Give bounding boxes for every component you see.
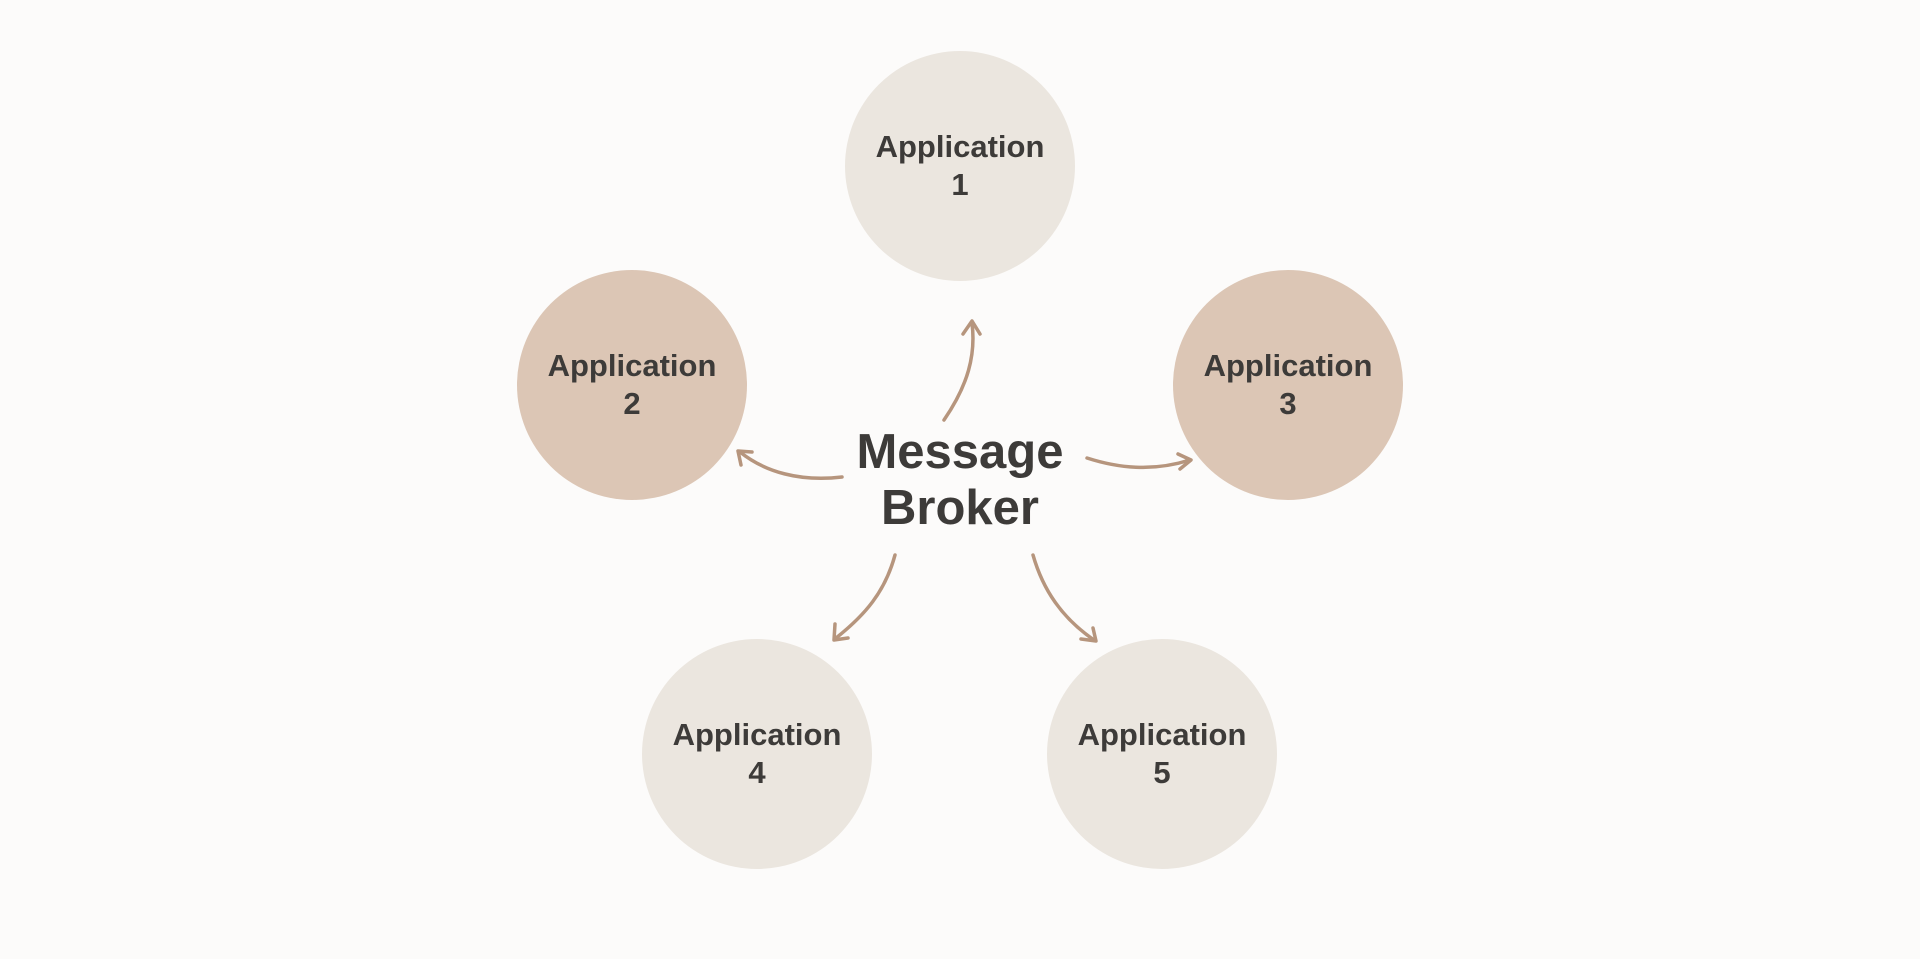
arrow-to-application-3 (1085, 456, 1192, 470)
application-5-label: Application (1077, 717, 1247, 752)
application-3-label: Application (1203, 348, 1373, 383)
application-1-node: Application 1 (845, 51, 1075, 281)
application-2-label: Application (547, 348, 717, 383)
application-2-node: Application 2 (517, 270, 747, 500)
message-broker-label: Message Broker (830, 424, 1090, 536)
application-1-number: 1 (951, 167, 969, 202)
application-4-node: Application 4 (642, 639, 872, 869)
arrow-head-application-1 (961, 319, 982, 336)
arrow-head-application-3 (1176, 452, 1193, 471)
application-3-node: Application 3 (1173, 270, 1403, 500)
message-broker-line-1: Message (856, 425, 1064, 479)
arrow-head-application-4 (832, 622, 850, 642)
arrow-head-application-2 (736, 449, 754, 467)
arrow-to-application-4 (834, 553, 897, 640)
arrow-head-application-5 (1079, 626, 1098, 643)
application-5-node: Application 5 (1047, 639, 1277, 869)
application-1-label: Application (875, 129, 1045, 164)
application-4-number: 4 (748, 755, 766, 790)
application-4-label: Application (672, 717, 842, 752)
application-5-number: 5 (1153, 755, 1171, 790)
application-2-number: 2 (623, 386, 641, 421)
arrow-to-application-2 (738, 450, 844, 481)
application-3-number: 3 (1279, 386, 1297, 421)
arrow-to-application-1 (942, 321, 975, 422)
message-broker-line-2: Broker (881, 481, 1039, 535)
arrow-to-application-5 (1031, 553, 1096, 642)
